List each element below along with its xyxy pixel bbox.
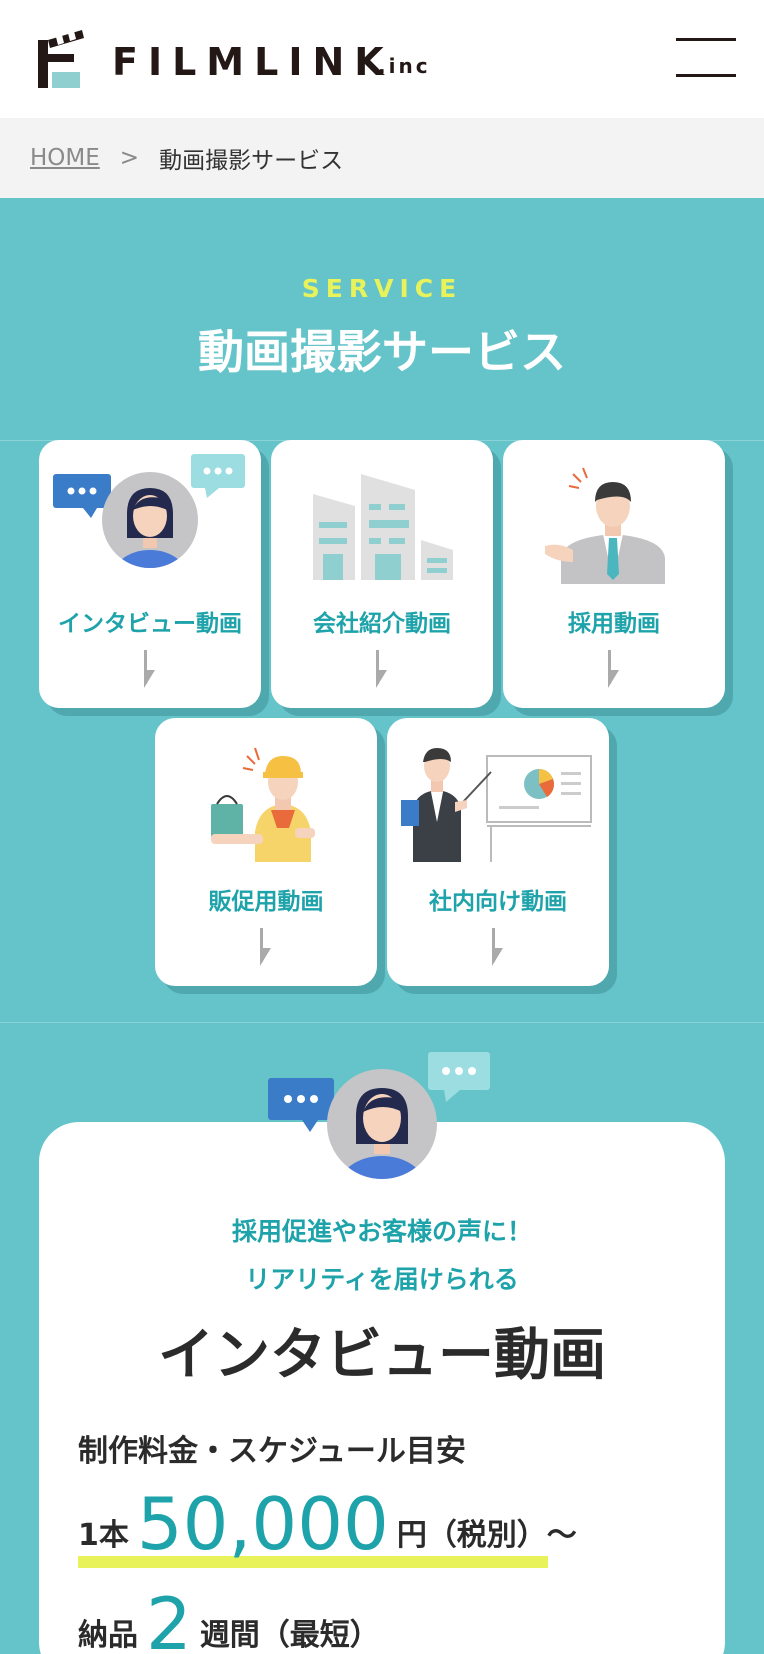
buildings-icon [313,474,453,580]
hamburger-icon [676,38,736,41]
price-value: 50,000 [136,1482,389,1566]
service-card-label: 社内向け動画 [429,889,567,915]
site-logo[interactable]: FILMLINK .inc [38,30,438,88]
detail-lead-line1: 採用促進やお客様の声に！ [231,1217,532,1246]
service-card-internal[interactable]: 社内向け動画 [387,718,609,986]
service-card-promotion[interactable]: 販促用動画 [155,718,377,986]
pricing-subhead: 制作料金・スケジュール目安 [78,1434,466,1469]
price-prefix: 1本 [78,1518,129,1553]
breadcrumb-current: 動画撮影サービス [159,148,344,174]
section-eyebrow: SERVICE [301,274,463,303]
arrow-down-icon [608,650,619,688]
delivery-prefix: 納品 [78,1618,138,1653]
price-suffix: 円（税別）〜 [396,1518,577,1553]
arrow-down-icon [376,650,387,688]
service-card-label: 販促用動画 [208,889,324,915]
detail-lead-line2: リアリティを届けられる [245,1265,519,1294]
presentation-icon [401,748,592,862]
price-row: 1本 50,000 円（税別）〜 [78,1482,577,1566]
delivery-row: 納品 2 週間（最短） [78,1582,380,1654]
arrow-down-icon [144,650,155,688]
interview-icon [53,454,245,568]
logo-suffix: .inc [378,54,431,78]
arrow-down-icon [492,928,503,966]
service-card-label: インタビュー動画 [58,611,242,637]
site-header: FILMLINK .inc [0,0,764,118]
service-card-interview[interactable]: インタビュー動画 [39,440,261,708]
interview-icon [268,1052,490,1179]
breadcrumb: HOME > 動画撮影サービス [0,118,764,198]
section-divider [0,1022,764,1023]
delivery-value: 2 [146,1582,192,1654]
businessman-icon [545,467,665,584]
service-card-label: 採用動画 [568,611,660,637]
page-title: 動画撮影サービス [198,325,566,379]
service-card-recruit[interactable]: 採用動画 [503,440,725,708]
arrow-down-icon [260,928,271,966]
clapperboard-logo-icon [38,30,84,88]
shop-staff-icon [211,747,315,862]
logo-wordmark: FILMLINK [112,40,394,84]
service-card-company[interactable]: 会社紹介動画 [271,440,493,708]
service-card-label: 会社紹介動画 [313,611,451,637]
delivery-suffix: 週間（最短） [199,1618,380,1653]
hamburger-menu-button[interactable] [676,38,736,78]
breadcrumb-home-link[interactable]: HOME [30,145,100,171]
price-highlight [78,1556,548,1568]
detail-title: インタビュー動画 [158,1323,606,1388]
hamburger-line [676,74,736,77]
breadcrumb-separator: > [119,145,140,171]
